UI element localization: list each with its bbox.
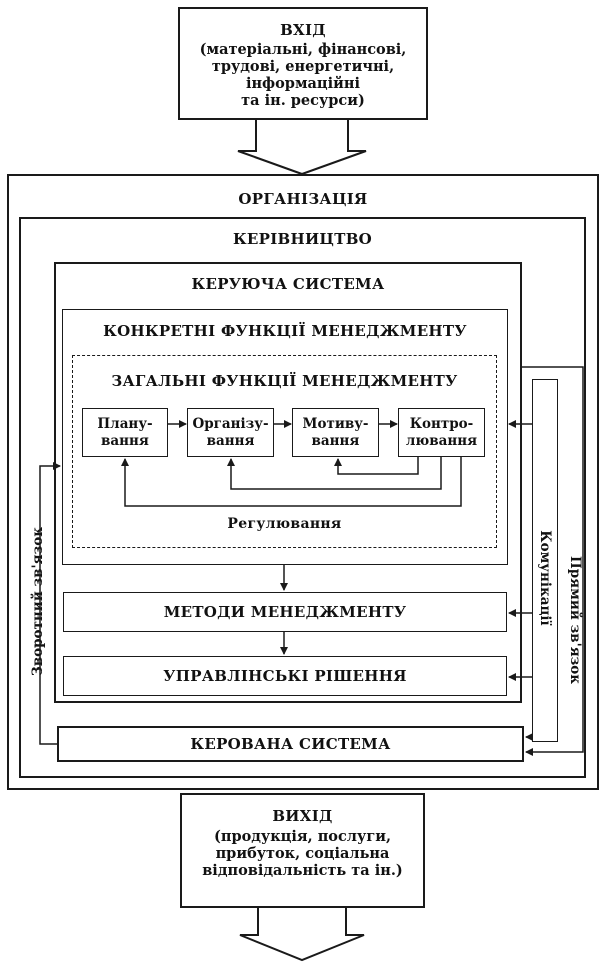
management-title: КЕРІВНИЦТВО xyxy=(232,230,373,248)
organization-title: ОРГАНІЗАЦІЯ xyxy=(238,190,368,208)
direct-link-line xyxy=(522,366,584,756)
organization-box: ОРГАНІЗАЦІЯ xyxy=(7,174,599,790)
loop-to-planning xyxy=(121,457,462,507)
function-motivating: Мотиву- вання xyxy=(292,408,379,457)
input-title: ВХІД xyxy=(280,21,326,39)
function-planning: Плану- вання xyxy=(82,408,168,457)
output-box: ВИХІД (продукція, послуги, прибуток, соц… xyxy=(180,793,425,908)
methods-box: МЕТОДИ МЕНЕДЖМЕНТУ xyxy=(63,592,507,632)
management-box: КЕРІВНИЦТВО xyxy=(19,217,586,778)
feedback-line xyxy=(39,462,61,745)
function-organizing: Організу- вання xyxy=(187,408,274,457)
decisions-box: УПРАВЛІНСЬКІ РІШЕННЯ xyxy=(63,656,507,696)
communications-band xyxy=(532,379,558,742)
control-system-box: КЕРУЮЧА СИСТЕМА xyxy=(54,262,522,703)
control-system-title: КЕРУЮЧА СИСТЕМА xyxy=(191,275,385,293)
loop-to-organizing xyxy=(227,457,442,490)
input-box: ВХІД (матеріальні, фінансові, трудові, е… xyxy=(178,7,428,120)
specific-functions-title: КОНКРЕТНІ ФУНКЦІЇ МЕНЕДЖМЕНТУ xyxy=(103,322,467,340)
loop-to-motivating xyxy=(334,457,419,475)
function-controlling: Контро- лювання xyxy=(398,408,485,457)
regulation-label: Регулювання xyxy=(227,516,342,532)
output-arrow xyxy=(239,908,365,962)
general-functions-box: ЗАГАЛЬНІ ФУНКЦІЇ МЕНЕДЖМЕНТУ Регулювання xyxy=(72,355,497,548)
general-functions-title: ЗАГАЛЬНІ ФУНКЦІЇ МЕНЕДЖМЕНТУ xyxy=(111,372,458,390)
output-body: (продукція, послуги, прибуток, соціальна… xyxy=(202,828,403,879)
input-body: (матеріальні, фінансові, трудові, енерге… xyxy=(199,41,407,109)
input-arrow xyxy=(237,120,367,176)
specific-functions-box: КОНКРЕТНІ ФУНКЦІЇ МЕНЕДЖМЕНТУ xyxy=(62,309,508,565)
output-title: ВИХІД xyxy=(272,807,333,825)
managed-system-box: КЕРОВАНА СИСТЕМА xyxy=(57,726,524,762)
